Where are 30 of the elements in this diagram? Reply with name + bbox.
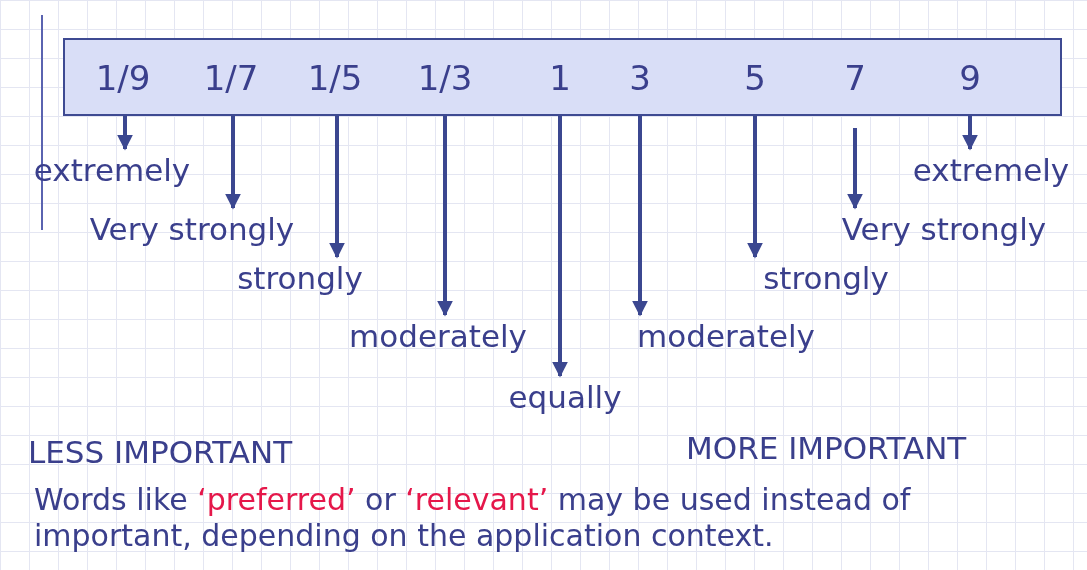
arrow	[329, 116, 345, 259]
scale-value: 3	[625, 58, 655, 98]
arrow	[437, 116, 453, 317]
arrow	[962, 116, 978, 151]
note-text: Words like ‘preferred’ or ‘relevant’ may be used instead of important, depending on the application context.	[34, 482, 912, 554]
arrow	[225, 116, 241, 210]
intensity-label: extremely	[897, 152, 1085, 188]
scale-value: 9	[955, 58, 985, 98]
intensity-label: strongly	[224, 260, 376, 296]
intensity-label: moderately	[621, 318, 831, 354]
scale-value: 1/3	[410, 58, 480, 98]
scale-value: 1/7	[196, 58, 266, 98]
intensity-label: moderately	[333, 318, 543, 354]
scale-value: 1/9	[88, 58, 158, 98]
arrow	[847, 128, 863, 210]
scale-end-label: LESS IMPORTANT	[28, 434, 293, 470]
scale-bar	[63, 38, 1062, 116]
intensity-label: equally	[502, 379, 628, 415]
arrow	[747, 116, 763, 259]
scale-value: 7	[840, 58, 870, 98]
intensity-label: Very strongly	[820, 211, 1068, 247]
arrow	[632, 116, 648, 317]
scale-value: 1/5	[300, 58, 370, 98]
scale-value: 1	[545, 58, 575, 98]
scale-value: 5	[740, 58, 770, 98]
intensity-label: strongly	[750, 260, 902, 296]
arrow	[117, 116, 133, 151]
scale-end-label: MORE IMPORTANT	[686, 430, 967, 466]
arrow	[552, 116, 568, 378]
intensity-label: Very strongly	[66, 211, 318, 247]
